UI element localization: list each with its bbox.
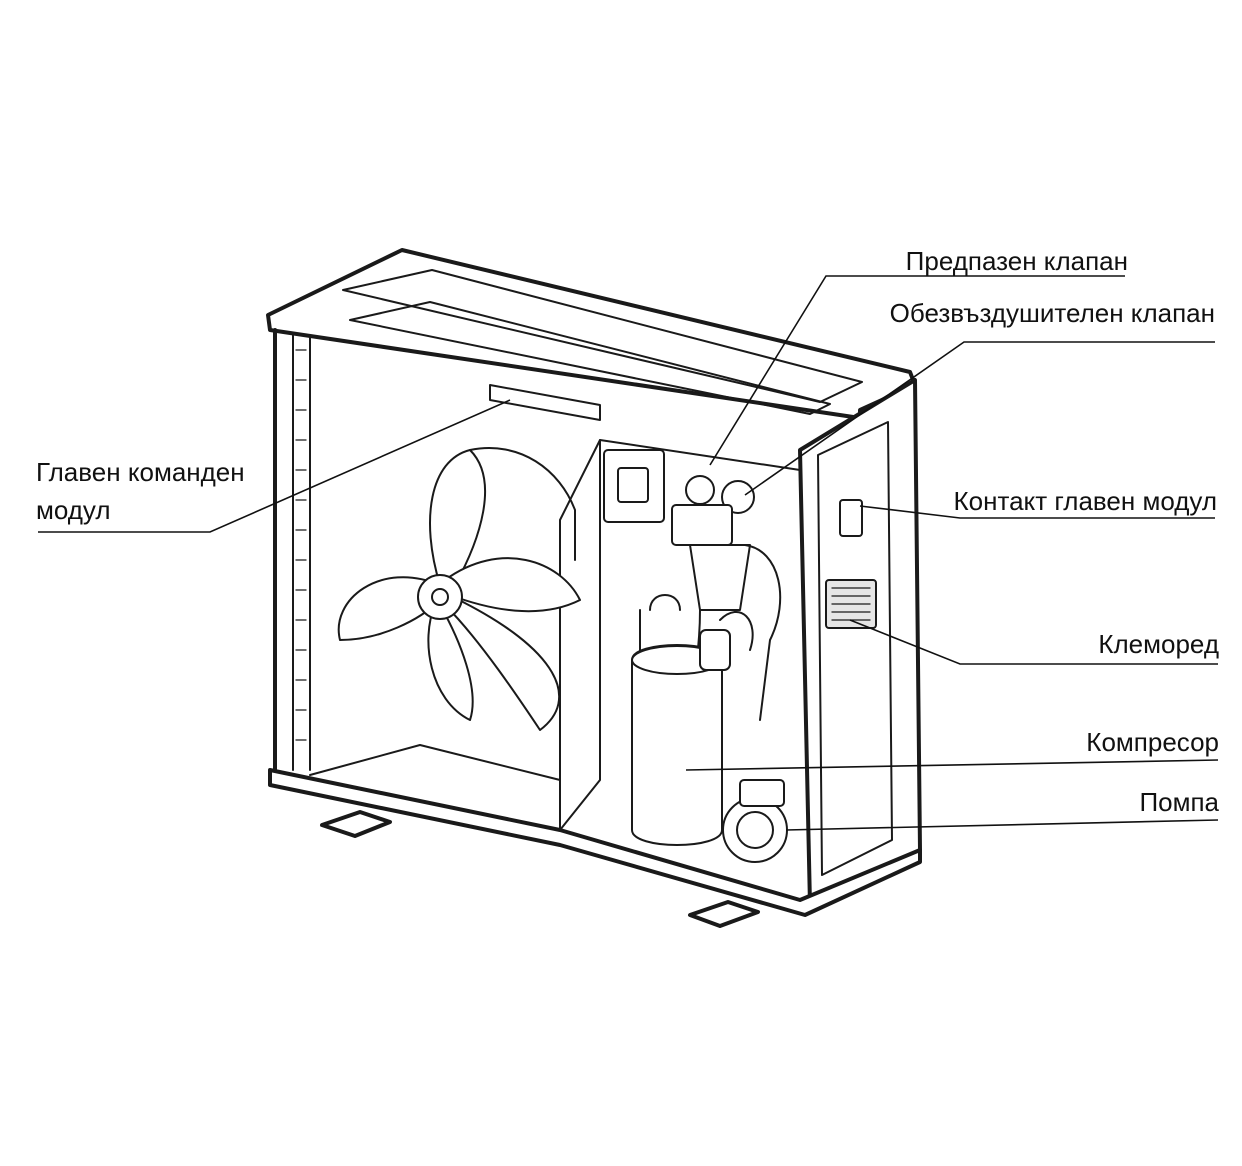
coil-fins (295, 349, 307, 741)
valves (671, 475, 755, 611)
label-pump: Помпа (1139, 787, 1219, 817)
label-air-vent-valve: Обезвъздушителен клапан (889, 298, 1215, 328)
leader-lines (38, 275, 1219, 831)
compressor (631, 629, 731, 846)
label-main-control-module-line2: модул (36, 495, 111, 525)
cabinet (266, 248, 922, 928)
label-main-control-module: Главен команден (36, 457, 245, 487)
label-safety-valve: Предпазен клапан (905, 246, 1128, 276)
label-terminal-block: Клеморед (1098, 629, 1219, 659)
terminal-block (825, 499, 877, 629)
label-compressor: Компресор (1086, 727, 1219, 757)
fan (337, 447, 581, 731)
label-main-module-contact: Контакт главен модул (953, 486, 1217, 516)
pump (722, 779, 788, 863)
control-module (489, 384, 665, 523)
